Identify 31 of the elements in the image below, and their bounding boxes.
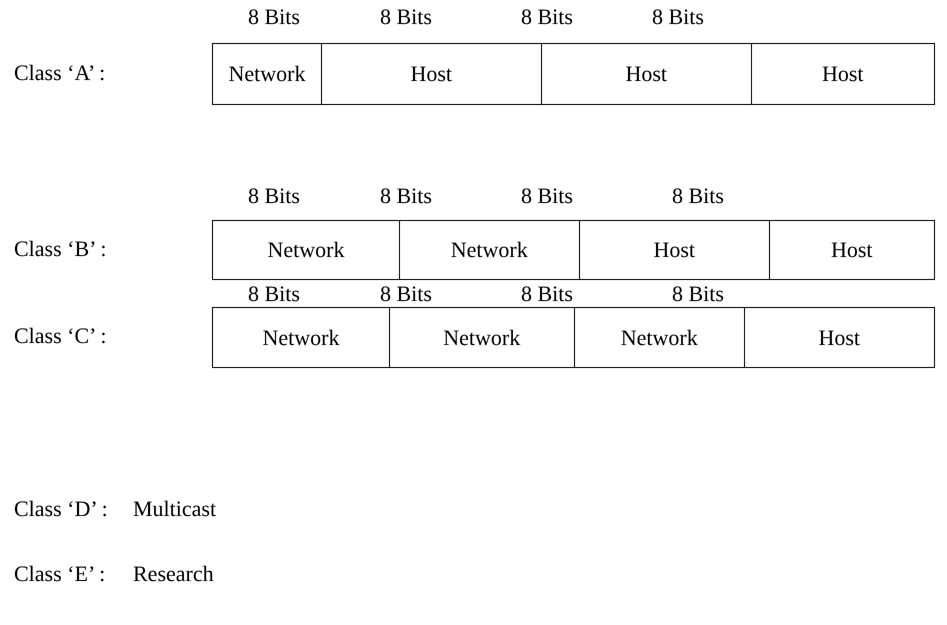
bit-width-label: 8 Bits (380, 282, 432, 305)
class-label: Class ‘E’ : (14, 562, 106, 585)
field-cell: Host (540, 43, 752, 105)
field-cell: Network (212, 307, 390, 368)
field-cell: Network (574, 307, 745, 368)
class-label: Class ‘D’ : (14, 497, 108, 520)
bit-width-label: 8 Bits (380, 5, 432, 28)
field-cell: Network (398, 220, 580, 280)
bit-width-label: 8 Bits (248, 184, 300, 207)
field-cell: Host (578, 220, 770, 280)
field-cell: Host (320, 43, 542, 105)
field-cell: Host (768, 220, 935, 280)
class-label: Class ‘A’ : (14, 61, 106, 84)
field-cell: Network (212, 220, 400, 280)
field-cell: Host (744, 307, 935, 368)
bit-width-label: 8 Bits (652, 5, 704, 28)
bit-width-label: 8 Bits (672, 184, 724, 207)
bit-width-label: 8 Bits (672, 282, 724, 305)
bit-width-label: 8 Bits (380, 184, 432, 207)
bit-width-label: 8 Bits (521, 282, 573, 305)
class-label: Class ‘C’ : (14, 324, 106, 347)
class-label: Class ‘B’ : (14, 237, 106, 260)
bit-width-label: 8 Bits (521, 5, 573, 28)
field-cell: Network (212, 43, 322, 105)
field-cell: Host (750, 43, 935, 105)
field-cell: Network (388, 307, 575, 368)
bit-width-label: 8 Bits (248, 282, 300, 305)
class-purpose-label: Research (133, 562, 214, 585)
bit-width-label: 8 Bits (248, 5, 300, 28)
class-purpose-label: Multicast (133, 497, 216, 520)
bit-width-label: 8 Bits (521, 184, 573, 207)
